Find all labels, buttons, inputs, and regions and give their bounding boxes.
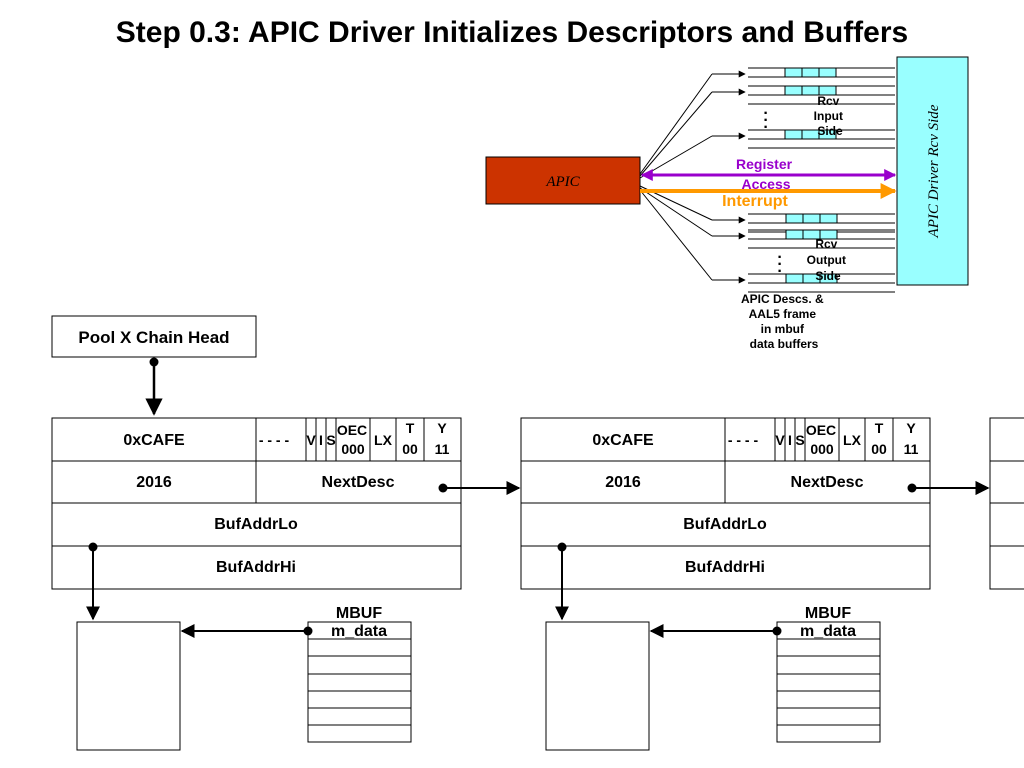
descriptor-flag: V: [775, 432, 785, 448]
descriptor-length: 2016: [605, 474, 641, 491]
mbuf-m-data-field: m_data: [331, 623, 387, 640]
apic-driver-label: APIC Driver Rcv Side: [926, 104, 942, 238]
queue-cell: [784, 67, 803, 78]
descriptor-dashes: - - - -: [728, 432, 759, 448]
input-ellipsis: ·: [763, 119, 768, 136]
queue-cell: [818, 85, 837, 96]
register-access-label: Register Access: [736, 156, 796, 192]
descriptor-lx: LX: [843, 432, 862, 448]
descriptor-next: NextDesc: [322, 474, 395, 491]
descriptor-flag: S: [795, 432, 804, 448]
rcv-output-side-label: Rcv Output Side: [807, 237, 850, 283]
apic-block: APIC: [485, 156, 641, 205]
data-buffer: [545, 621, 650, 751]
apic-label: APIC: [545, 174, 580, 190]
descriptor-buf-hi: BufAddrHi: [216, 559, 296, 576]
page-title: Step 0.3: APIC Driver Initializes Descri…: [116, 16, 908, 49]
mbuf-title: MBUF: [336, 605, 382, 622]
descriptor-oec-top: OEC: [806, 422, 836, 438]
descriptor-flag: V: [306, 432, 316, 448]
interrupt-label: Interrupt: [722, 193, 788, 210]
descriptor-t-bottom: 00: [402, 441, 418, 457]
mbuf-m-data-field: m_data: [800, 623, 856, 640]
queue-row: [639, 189, 895, 293]
queue-cell: [785, 229, 804, 240]
queue-cell: [784, 129, 803, 140]
output-ellipsis: ·: [777, 263, 782, 280]
descriptor-t-top: T: [875, 420, 884, 436]
descriptor-y-bottom: 11: [904, 441, 919, 457]
descriptor-buf-hi: BufAddrHi: [685, 559, 765, 576]
queue-cell: [785, 273, 804, 284]
descriptor-oec-top: OEC: [337, 422, 367, 438]
queue-cell: [802, 213, 821, 224]
descriptor-t-bottom: 00: [871, 441, 887, 457]
queue-cell: [785, 213, 804, 224]
apic-descs-caption: APIC Descs. & AAL5 frame in mbuf data bu…: [741, 292, 827, 351]
queue-cell: [818, 129, 837, 140]
queue-cell: [819, 213, 838, 224]
descriptor-oec-bottom: 000: [810, 441, 834, 457]
descriptor-flag: I: [319, 432, 323, 448]
descriptor-length: 2016: [136, 474, 172, 491]
descriptor-y-top: Y: [437, 420, 447, 436]
descriptor-y-bottom: 11: [435, 441, 450, 457]
data-buffer: [76, 621, 181, 751]
queue-row: [639, 187, 895, 249]
queue-cell: [818, 67, 837, 78]
descriptor-buf-lo: BufAddrLo: [683, 516, 767, 533]
descriptor: 0xCAFE- - - -VISOEC000LXT00Y112016NextDe…: [914, 417, 1024, 590]
pool-chain-head-label: Pool X Chain Head: [78, 328, 229, 347]
queue-row: [639, 85, 895, 177]
descriptor-dashes: - - - -: [259, 432, 290, 448]
descriptor-t-top: T: [406, 420, 415, 436]
rcv-input-side-label: Rcv Input Side: [814, 94, 847, 138]
queue-cell: [784, 85, 803, 96]
pool-chain-head: Pool X Chain Head: [51, 315, 257, 358]
descriptor-magic: 0xCAFE: [592, 432, 654, 449]
descriptor-magic: 0xCAFE: [123, 432, 185, 449]
descriptor-oec-bottom: 000: [341, 441, 365, 457]
queue-cell: [801, 67, 820, 78]
output-ellipsis: ·: [777, 256, 782, 273]
input-ellipsis: ·: [763, 105, 768, 122]
mbuf-title: MBUF: [805, 605, 851, 622]
descriptor-buf-lo: BufAddrLo: [214, 516, 298, 533]
descriptor-flag: I: [788, 432, 792, 448]
descriptor-flag: S: [326, 432, 335, 448]
input-ellipsis: ·: [763, 112, 768, 129]
descriptor-next: NextDesc: [791, 474, 864, 491]
queue-cell: [819, 229, 838, 240]
apic-driver-block: APIC Driver Rcv Side: [896, 56, 969, 286]
queue-cell: [819, 273, 838, 284]
descriptor-y-top: Y: [906, 420, 916, 436]
output-ellipsis: ·: [777, 249, 782, 266]
descriptor-lx: LX: [374, 432, 393, 448]
